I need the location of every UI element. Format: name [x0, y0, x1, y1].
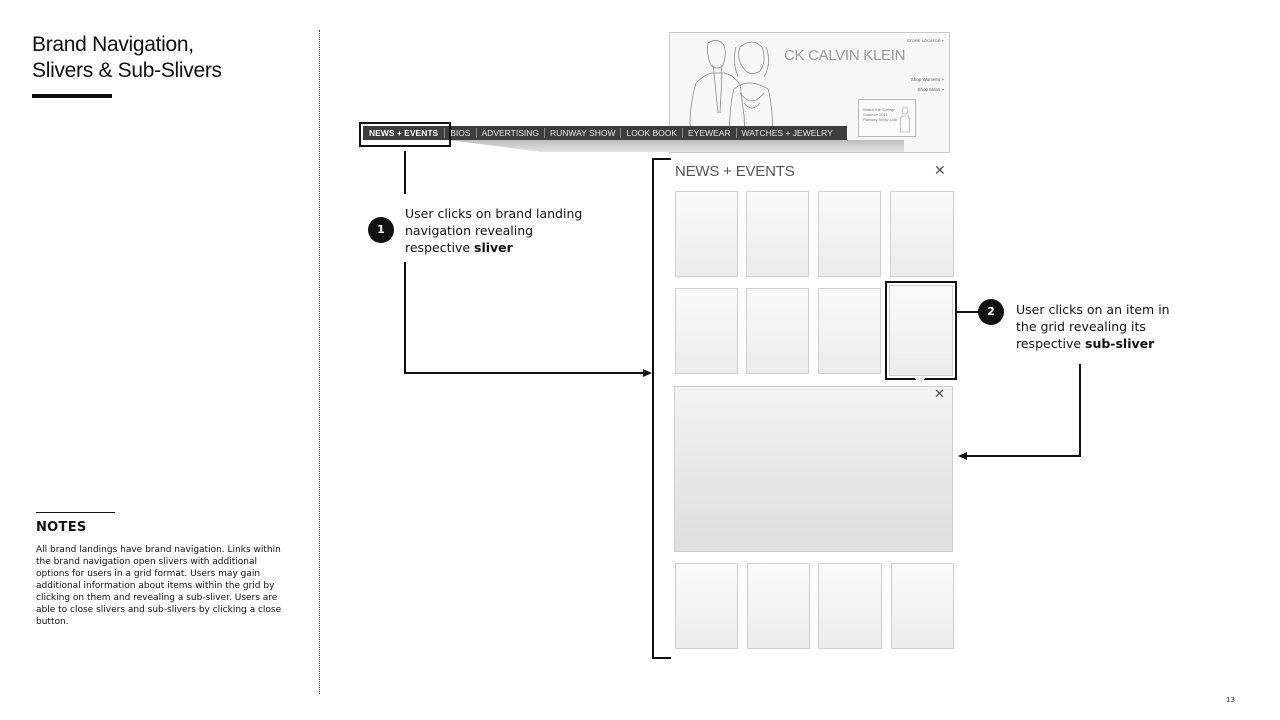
notes-body: All brand landings have brand navigation… — [36, 545, 282, 627]
grid-tile[interactable] — [818, 191, 881, 277]
grid-tile[interactable] — [675, 563, 738, 649]
grid-tile-selection-highlight — [885, 281, 957, 380]
grid-tile[interactable] — [746, 288, 809, 374]
grid-tile[interactable] — [891, 563, 954, 649]
grid-tile[interactable] — [818, 563, 882, 649]
nav-item-bios[interactable]: BIOS — [444, 128, 475, 138]
page-title-line2: Slivers & Sub-Slivers — [32, 59, 222, 82]
nav-item-watches-jewelry[interactable]: WATCHES + JEWELRY — [735, 128, 838, 138]
grid-tile[interactable] — [675, 191, 738, 277]
step2-text: User clicks on an item in the grid revea… — [1016, 301, 1191, 352]
callout1-line-top — [404, 151, 406, 194]
shop-mens-link[interactable]: Shop Mens » — [917, 87, 944, 92]
brand-logo: CK CALVIN KLEIN — [784, 47, 906, 64]
step2-text-bold: sub-sliver — [1085, 336, 1155, 351]
step2-text-main: User clicks on an item in the grid revea… — [1016, 302, 1170, 351]
brand-navigation: NEWS + EVENTS BIOS ADVERTISING RUNWAY SH… — [363, 126, 847, 140]
grid-tile[interactable] — [818, 288, 881, 374]
sub-sliver-pointer — [914, 377, 926, 384]
grid-tile-selected-item[interactable] — [889, 285, 953, 376]
callout2-line-left — [957, 311, 979, 313]
grid-tile[interactable] — [747, 563, 810, 649]
notes-heading: NOTES — [36, 520, 87, 535]
page-title: Brand Navigation, Slivers & Sub-Slivers — [32, 32, 222, 84]
sliver-bracket — [652, 158, 671, 659]
callout2-line-left-bottom — [966, 455, 1081, 457]
sub-sliver-close-icon[interactable]: ✕ — [934, 387, 945, 402]
nav-item-runway-show[interactable]: RUNWAY SHOW — [543, 128, 620, 138]
step2-badge: 2 — [978, 299, 1004, 325]
notes-rule — [36, 512, 115, 513]
callout1-arrowhead — [643, 369, 652, 377]
step1-text: User clicks on brand landing navigation … — [405, 205, 585, 256]
runway-promo[interactable]: Watch the Spring/ Summer 2011 Runway Sho… — [858, 99, 916, 137]
page-number: 13 — [1226, 696, 1235, 704]
callout2-arrowhead — [958, 452, 967, 460]
shop-womens-link[interactable]: Shop Womens » — [910, 77, 944, 82]
sliver-title: NEWS + EVENTS — [675, 163, 795, 180]
callout2-line-down — [1079, 364, 1081, 457]
runway-model-thumbnail — [899, 106, 911, 133]
page-title-line1: Brand Navigation, — [32, 33, 194, 56]
grid-tile[interactable] — [890, 191, 954, 277]
grid-tile[interactable] — [746, 191, 809, 277]
callout1-line-down — [404, 262, 406, 374]
step1-badge: 1 — [368, 217, 394, 243]
step1-text-main: User clicks on brand landing navigation … — [405, 206, 583, 255]
nav-shadow — [449, 140, 904, 152]
callout1-line-right — [404, 372, 644, 374]
runway-promo-text: Watch the Spring/ Summer 2011 Runway Sho… — [863, 107, 898, 122]
sub-sliver-panel — [674, 386, 953, 552]
sliver-close-icon[interactable]: ✕ — [934, 163, 946, 179]
title-underline — [32, 94, 112, 98]
nav-item-news-events[interactable]: NEWS + EVENTS — [369, 128, 439, 138]
step1-text-bold: sliver — [474, 240, 513, 255]
models-illustration — [689, 40, 773, 152]
column-divider — [319, 30, 320, 694]
grid-tile[interactable] — [675, 288, 738, 374]
nav-selection-highlight — [359, 122, 451, 147]
store-locator-link[interactable]: STORE LOCATOR » — [906, 38, 944, 43]
nav-item-advertising[interactable]: ADVERTISING — [475, 128, 544, 138]
nav-item-look-book[interactable]: LOOK BOOK — [620, 128, 682, 138]
nav-item-eyewear[interactable]: EYEWEAR — [682, 128, 736, 138]
